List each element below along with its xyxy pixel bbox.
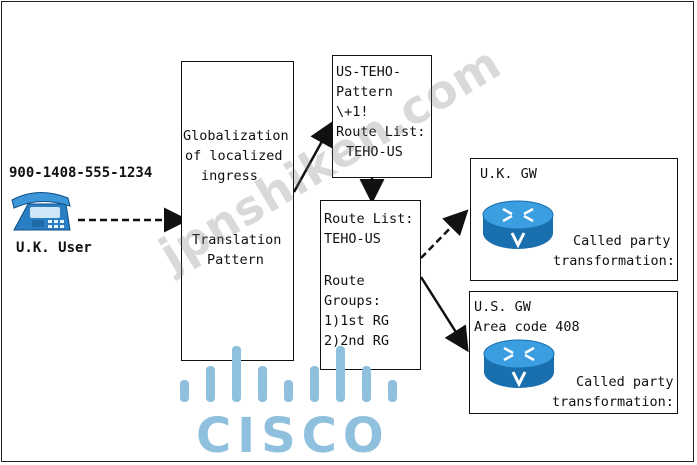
route-pattern-line-1: US-TEHO- xyxy=(336,64,402,80)
router-icon xyxy=(482,200,554,249)
uk-gw-transformation: transformation: xyxy=(553,253,675,269)
translation-line-5: Pattern xyxy=(207,252,264,268)
caller-number: 900-1408-555-1234 xyxy=(9,165,153,181)
us-gw-transformation: transformation: xyxy=(552,394,674,410)
router-icon xyxy=(483,339,555,388)
route-list-line-2: TEHO-US xyxy=(324,231,381,247)
route-list-line-3: Route xyxy=(324,273,365,289)
translation-line-4: Translation xyxy=(192,232,282,248)
us-gateway-box: U.S. GW Area code 408 Called party trans… xyxy=(469,291,678,414)
cisco-bars-logo xyxy=(180,346,397,402)
translation-pattern-box: Globalization of localized ingress Trans… xyxy=(181,61,294,361)
cisco-wordmark: CISCO xyxy=(196,408,390,464)
us-gw-title: U.S. GW xyxy=(474,299,531,315)
ip-phone-icon xyxy=(11,192,71,231)
uk-gw-title: U.K. GW xyxy=(480,166,537,182)
route-list-line-6: 2)2nd RG xyxy=(324,333,390,349)
translation-line-1: Globalization xyxy=(183,128,289,144)
us-gw-called-party: Called party xyxy=(576,374,674,390)
route-pattern-line-4: Route List: xyxy=(336,124,426,140)
route-list-box: Route List: TEHO-US Route Groups: 1)1st … xyxy=(320,200,421,370)
uk-user-label: U.K. User xyxy=(16,240,92,256)
route-list-line-1: Route List: xyxy=(324,211,414,227)
arrow-routelist-to-usgw xyxy=(419,276,469,353)
arrow-translation-to-pattern xyxy=(292,120,334,193)
route-pattern-line-3: \+1! xyxy=(336,104,369,120)
route-list-line-4: Groups: xyxy=(324,293,381,309)
route-pattern-line-5: TEHO-US xyxy=(346,144,403,160)
route-list-line-5: 1)1st RG xyxy=(324,313,390,329)
uk-gw-called-party: Called party xyxy=(573,233,671,249)
translation-line-3: ingress xyxy=(201,168,258,184)
translation-line-2: of localized xyxy=(185,148,283,164)
arrow-routelist-to-ukgw xyxy=(420,209,469,259)
uk-gateway-box: U.K. GW Called party transformation: xyxy=(470,158,678,281)
route-pattern-line-2: Pattern xyxy=(336,84,393,100)
us-gw-area-code: Area code 408 xyxy=(474,319,580,335)
route-pattern-box: US-TEHO- Pattern \+1! Route List: TEHO-U… xyxy=(332,55,432,178)
